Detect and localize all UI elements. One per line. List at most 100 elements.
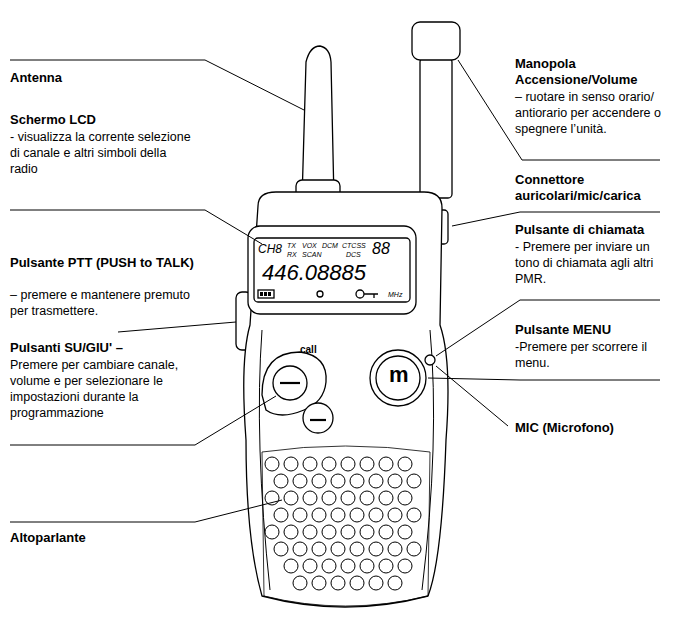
speaker-hole bbox=[284, 525, 298, 539]
speaker-hole bbox=[274, 542, 288, 556]
speaker-hole bbox=[303, 525, 317, 539]
speaker-hole bbox=[398, 559, 412, 573]
knob-collar bbox=[420, 58, 452, 198]
lcd-channel: CH8 bbox=[258, 243, 282, 255]
speaker-hole bbox=[312, 576, 326, 590]
lcd-frequency: 446.08885 bbox=[262, 262, 366, 284]
speaker-hole bbox=[379, 525, 393, 539]
leader-line bbox=[428, 378, 660, 380]
speaker-hole bbox=[331, 508, 345, 522]
speaker-hole bbox=[293, 542, 307, 556]
volume-knob bbox=[412, 22, 460, 60]
speaker-hole bbox=[398, 457, 412, 471]
callout-title: Schermo LCD bbox=[10, 112, 195, 128]
speaker-hole bbox=[369, 474, 383, 488]
speaker-hole bbox=[369, 542, 383, 556]
callout-text: – ruotare in senso orario/ antiorario pe… bbox=[515, 89, 675, 137]
speaker-hole bbox=[360, 559, 374, 573]
speaker-hole bbox=[388, 542, 402, 556]
callout-title: Pulsante di chiamata bbox=[515, 222, 675, 238]
down-button bbox=[303, 403, 333, 433]
antenna bbox=[302, 46, 334, 200]
speaker-hole bbox=[341, 491, 355, 505]
speaker-hole bbox=[312, 542, 326, 556]
up-button bbox=[273, 366, 307, 400]
speaker-hole bbox=[360, 457, 374, 471]
speaker-hole bbox=[388, 508, 402, 522]
button-label: call bbox=[300, 345, 317, 355]
speaker-hole bbox=[350, 576, 364, 590]
speaker-hole bbox=[312, 508, 326, 522]
key-icon bbox=[356, 290, 378, 298]
speaker-hole bbox=[379, 491, 393, 505]
speaker-hole bbox=[407, 542, 421, 556]
callout-title: Pulsanti SU/GIU' – bbox=[10, 340, 195, 356]
speaker-hole bbox=[284, 559, 298, 573]
battery-icon bbox=[258, 290, 274, 298]
menu-button-ring bbox=[370, 350, 426, 406]
speaker-hole bbox=[284, 457, 298, 471]
speaker-holes bbox=[265, 457, 421, 590]
leader-line bbox=[10, 60, 304, 110]
mic-hole bbox=[425, 355, 435, 365]
speaker-hole bbox=[360, 491, 374, 505]
lcd-symbol: TX bbox=[287, 242, 296, 249]
speaker-hole bbox=[274, 508, 288, 522]
lcd-digits: 88 bbox=[372, 241, 390, 257]
speaker-hole bbox=[350, 508, 364, 522]
lcd-symbol: CTCSS bbox=[342, 242, 366, 249]
speaker-hole bbox=[369, 508, 383, 522]
speaker-hole bbox=[331, 576, 345, 590]
speaker-hole bbox=[350, 542, 364, 556]
leader-line bbox=[10, 500, 282, 522]
speaker-grille bbox=[262, 446, 430, 606]
speaker-hole bbox=[303, 491, 317, 505]
callout-title: MIC (Microfono) bbox=[515, 420, 675, 436]
callout-text: Premere per cambiare canale, volume e pe… bbox=[10, 357, 195, 421]
battery-bar bbox=[264, 292, 267, 296]
speaker-hole bbox=[293, 474, 307, 488]
callout-text: - visualizza la corrente selezione di ca… bbox=[10, 129, 195, 177]
speaker-hole bbox=[360, 525, 374, 539]
speaker-hole bbox=[331, 542, 345, 556]
callout-text: -Premere per scorrere il menu. bbox=[515, 339, 675, 371]
callout-title: Pulsante PTT (PUSH to TALK) bbox=[10, 255, 195, 271]
down-mark bbox=[310, 419, 326, 421]
callout-title: Altoparlante bbox=[10, 530, 195, 546]
radio-body bbox=[244, 192, 448, 607]
speaker-hole bbox=[398, 491, 412, 505]
speaker-hole bbox=[303, 559, 317, 573]
battery-bar bbox=[268, 292, 271, 296]
speaker-hole bbox=[379, 559, 393, 573]
speaker-hole bbox=[341, 457, 355, 471]
speaker-hole bbox=[322, 491, 336, 505]
speaker-hole bbox=[388, 474, 402, 488]
signal-icon bbox=[317, 291, 323, 297]
speaker-hole bbox=[350, 474, 364, 488]
speaker-hole bbox=[388, 576, 402, 590]
lcd-symbol: SCAN bbox=[302, 251, 321, 258]
callout-title: Manopola Accensione/Volume bbox=[515, 56, 675, 88]
leader-line bbox=[436, 366, 508, 426]
speaker-hole bbox=[303, 457, 317, 471]
lcd-symbol: DCS bbox=[346, 251, 361, 258]
speaker-hole bbox=[293, 508, 307, 522]
speaker-hole bbox=[398, 525, 412, 539]
up-mark bbox=[280, 382, 300, 384]
callout-text: – premere e mantenere premuto per trasme… bbox=[10, 287, 195, 319]
speaker-hole bbox=[274, 474, 288, 488]
speaker-hole bbox=[341, 525, 355, 539]
lcd-symbol: RX bbox=[287, 251, 297, 258]
lcd-symbol: DCM bbox=[322, 242, 338, 249]
speaker-hole bbox=[312, 474, 326, 488]
speaker-hole bbox=[293, 576, 307, 590]
leader-line bbox=[118, 322, 236, 332]
speaker-hole bbox=[407, 474, 421, 488]
button-label: m bbox=[389, 364, 409, 386]
callout-title: Connettore auricolari/mic/carica bbox=[515, 172, 675, 204]
speaker-hole bbox=[284, 491, 298, 505]
speaker-hole bbox=[265, 457, 279, 471]
leader-line bbox=[10, 210, 262, 244]
battery-bar bbox=[260, 292, 263, 296]
